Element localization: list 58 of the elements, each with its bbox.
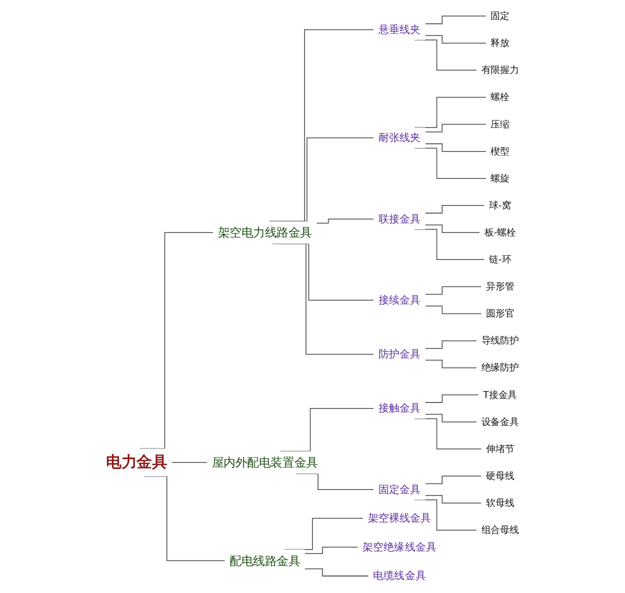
connector [273,137,374,222]
connector [424,495,482,504]
connector [304,568,369,576]
connector [271,243,374,355]
node-text: 设备金具 [481,416,519,428]
node-text: 防护金具 [378,348,421,360]
node-text: 链-环 [489,254,512,265]
connector [424,224,480,233]
node-text: 异形管 [486,280,514,292]
node-text: 软母线 [486,497,514,508]
connector [424,394,479,403]
connector [424,286,482,295]
node-text: T接金具 [483,388,518,400]
node-text: 架空裸线金具 [368,512,432,525]
node-text: 压缩 [490,118,510,130]
connector [280,408,374,452]
connector [424,143,486,152]
connector [172,462,208,463]
node-text: 硬母线 [486,470,514,482]
connector [284,518,364,550]
node-text: 球-窝 [489,200,512,211]
node-text: 悬垂线夹 [378,23,421,36]
node-text: 组合母线 [481,524,519,536]
connector [424,124,486,132]
node-text: 圆形官 [486,308,514,319]
connector [414,148,486,179]
node-text: 释放 [490,37,510,48]
connector [424,306,482,314]
connector [316,218,374,224]
node-text: 有限握力 [481,64,519,76]
connector [424,205,485,214]
node-text: 板-螺栓 [484,226,516,238]
node-text: 绝缘防护 [481,362,519,374]
node-text: 导线防护 [481,334,519,346]
connector [424,35,486,44]
node-text: 螺栓 [490,91,510,103]
connector [414,499,478,531]
connector [424,476,482,484]
connector [414,40,478,71]
node-text: 配电线路金具 [230,554,300,568]
connector [304,546,358,554]
connector [144,476,226,562]
connector [296,473,374,490]
node-text: 接续金具 [378,294,421,306]
node-text: 固定 [490,10,510,22]
node-text: 楔型 [490,146,510,157]
node-text: 螺旋 [490,172,510,184]
connector [424,360,478,368]
connector [268,29,374,222]
node-text: 架空绝缘线金具 [362,541,437,554]
connector [424,414,478,422]
connector [424,16,486,24]
node-text: 伸堵节 [486,443,514,454]
connector [424,340,478,349]
node-text: 电缆线金具 [373,570,426,582]
connector [414,96,486,128]
connector [139,232,214,450]
connector [414,418,482,450]
